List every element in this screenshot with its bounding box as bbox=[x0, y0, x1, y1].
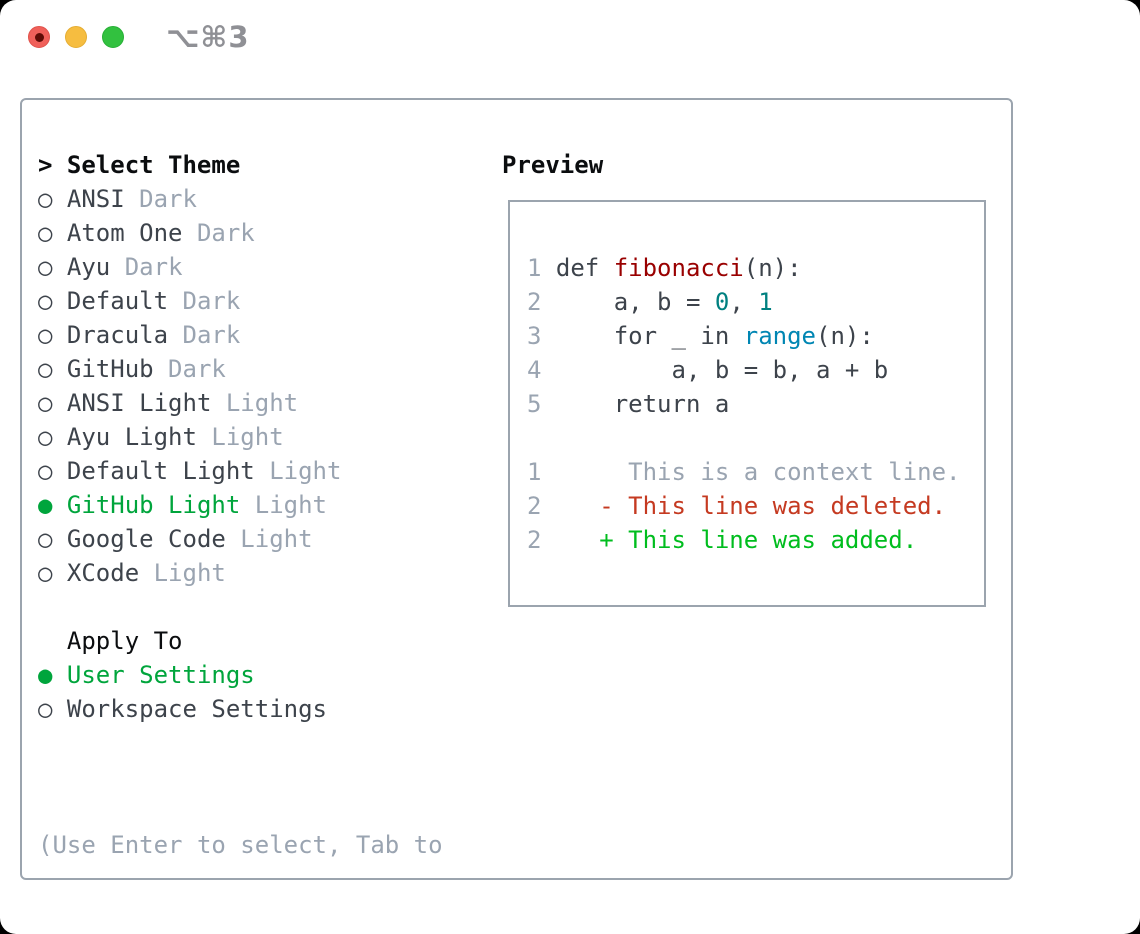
option-label: GitHub bbox=[66, 355, 154, 383]
option-suffix: Light bbox=[196, 423, 284, 451]
code-line: 1 def fibonacci(n): bbox=[527, 254, 802, 282]
close-dot-icon bbox=[34, 32, 44, 42]
code-line: 5 return a bbox=[527, 390, 730, 418]
option-label: Default bbox=[66, 287, 169, 315]
option-label: Google Code bbox=[66, 525, 226, 553]
traffic-lights bbox=[28, 26, 124, 48]
option-label: User Settings bbox=[66, 661, 255, 689]
option-suffix: Dark bbox=[110, 253, 183, 281]
radio-icon: ● bbox=[38, 661, 67, 689]
option-label: Workspace Settings bbox=[66, 695, 327, 723]
option-suffix: Dark bbox=[124, 185, 197, 213]
radio-icon: ○ bbox=[38, 219, 67, 247]
prompt-caret-icon: > bbox=[38, 151, 53, 179]
code-line: 2 - This line was deleted. bbox=[527, 492, 947, 520]
window-shortcut-label: ⌥⌘3 bbox=[166, 20, 250, 54]
theme-option-atom-one[interactable]: ○ Atom One Dark bbox=[38, 216, 443, 250]
theme-option-google-code[interactable]: ○ Google Code Light bbox=[38, 522, 443, 556]
theme-option-ayu-light[interactable]: ○ Ayu Light Light bbox=[38, 420, 443, 454]
code-line: 3 for _ in range(n): bbox=[527, 322, 874, 350]
preview-code: 1 def fibonacci(n): 2 a, b = 0, 1 3 for _ … bbox=[527, 251, 984, 557]
option-label: Dracula bbox=[66, 321, 169, 349]
theme-option-default[interactable]: ○ Default Dark bbox=[38, 284, 443, 318]
code-line: 1 This is a context line. bbox=[527, 458, 961, 486]
select-theme-header: > Select Theme bbox=[38, 148, 443, 182]
apply-option-user-settings[interactable]: ● User Settings bbox=[38, 658, 443, 692]
code-line bbox=[527, 421, 984, 455]
radio-icon: ○ bbox=[38, 321, 67, 349]
radio-icon: ● bbox=[38, 491, 67, 519]
hint-line-2: change focus) bbox=[38, 930, 443, 934]
theme-option-default-light[interactable]: ○ Default Light Light bbox=[38, 454, 443, 488]
option-suffix: Dark bbox=[168, 287, 241, 315]
option-label: ANSI bbox=[66, 185, 125, 213]
radio-icon: ○ bbox=[38, 423, 67, 451]
spacer bbox=[38, 590, 443, 624]
hint-text: (Use Enter to select, Tab to change focu… bbox=[38, 760, 443, 934]
option-label: Atom One bbox=[66, 219, 183, 247]
radio-icon: ○ bbox=[38, 389, 67, 417]
option-suffix: Dark bbox=[168, 321, 241, 349]
option-label: GitHub Light bbox=[66, 491, 241, 519]
hint-line-1: (Use Enter to select, Tab to bbox=[38, 831, 443, 859]
radio-icon: ○ bbox=[38, 355, 67, 383]
spacer bbox=[38, 726, 443, 760]
option-label: Ayu Light bbox=[66, 423, 197, 451]
theme-list: ○ ANSI Dark○ Atom One Dark○ Ayu Dark○ De… bbox=[38, 182, 443, 590]
radio-icon: ○ bbox=[38, 457, 67, 485]
option-suffix: Light bbox=[211, 389, 299, 417]
theme-option-xcode[interactable]: ○ XCode Light bbox=[38, 556, 443, 590]
option-suffix: Light bbox=[139, 559, 226, 587]
apply-to-header: Apply To bbox=[66, 627, 183, 655]
theme-option-dracula[interactable]: ○ Dracula Dark bbox=[38, 318, 443, 352]
radio-icon: ○ bbox=[38, 695, 67, 723]
select-theme-title: Select Theme bbox=[66, 151, 241, 179]
option-suffix: Dark bbox=[182, 219, 255, 247]
preview-box: 1 def fibonacci(n): 2 a, b = 0, 1 3 for _ … bbox=[508, 200, 986, 607]
option-suffix: Light bbox=[225, 525, 313, 553]
option-label: Ayu bbox=[66, 253, 111, 281]
apply-option-workspace-settings[interactable]: ○ Workspace Settings bbox=[38, 692, 443, 726]
code-line: 2 + This line was added. bbox=[527, 526, 918, 554]
theme-option-ansi-light[interactable]: ○ ANSI Light Light bbox=[38, 386, 443, 420]
option-label: XCode bbox=[66, 559, 140, 587]
option-suffix: Light bbox=[254, 457, 342, 485]
theme-picker-panel: >Select Theme ○ ANSI Dark○ Atom One Dark… bbox=[20, 98, 1013, 934]
theme-option-github-light[interactable]: ● GitHub Light Light bbox=[38, 488, 443, 522]
option-label: ANSI Light bbox=[66, 389, 212, 417]
theme-option-github[interactable]: ○ GitHub Dark bbox=[38, 352, 443, 386]
apply-to-list: ● User Settings○ Workspace Settings bbox=[38, 658, 443, 726]
radio-icon: ○ bbox=[38, 287, 67, 315]
radio-icon: ○ bbox=[38, 559, 67, 587]
left-column: >Select Theme ○ ANSI Dark○ Atom One Dark… bbox=[38, 148, 443, 934]
radio-icon: ○ bbox=[38, 253, 67, 281]
preview-header: Preview bbox=[502, 151, 604, 179]
code-line: 4 a, b = b, a + b bbox=[527, 356, 889, 384]
code-line: 2 a, b = 0, 1 bbox=[527, 288, 773, 316]
radio-icon: ○ bbox=[38, 185, 67, 213]
close-button[interactable] bbox=[28, 26, 50, 48]
zoom-button[interactable] bbox=[102, 26, 124, 48]
radio-icon: ○ bbox=[38, 525, 67, 553]
option-suffix: Light bbox=[240, 491, 327, 519]
theme-option-ayu[interactable]: ○ Ayu Dark bbox=[38, 250, 443, 284]
minimize-button[interactable] bbox=[65, 26, 87, 48]
theme-option-ansi[interactable]: ○ ANSI Dark bbox=[38, 182, 443, 216]
option-suffix: Dark bbox=[153, 355, 226, 383]
option-label: Default Light bbox=[66, 457, 255, 485]
